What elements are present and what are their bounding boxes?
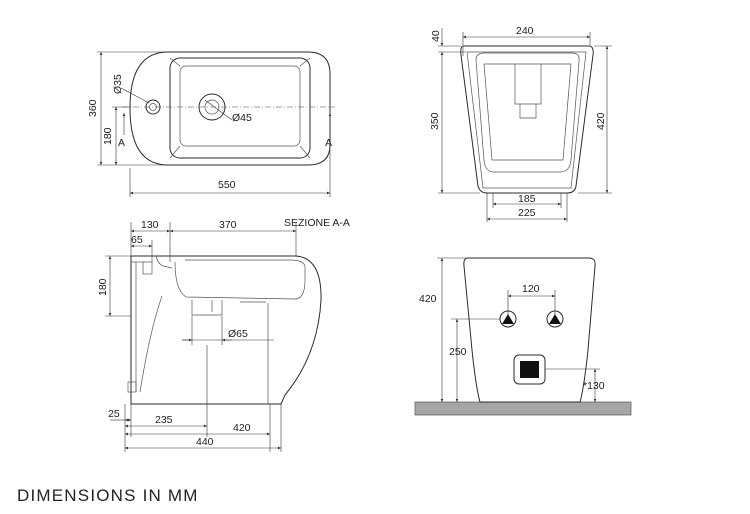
dim-fixing-height-250: 250 [449,346,467,358]
front-view-seat [475,52,580,173]
dim-top-depth-40: 40 [430,30,442,42]
fixing-point-left [502,314,514,324]
dim-base-total-420: 420 [233,422,251,434]
dim-total-height-420: 420 [595,112,607,130]
dim-back-height-420: 420 [419,293,437,305]
dim-rim-offset-130: 130 [141,219,159,231]
outlet-square [520,361,539,378]
dim-fixing-spacing-120: 120 [522,283,540,295]
fixing-point-right [549,314,561,324]
dim-height-180-section: 180 [97,278,109,296]
dim-foot-25: 25 [108,408,120,420]
dim-top-width-240: 240 [516,25,534,37]
floor [414,401,632,416]
dim-drain-65: Ø65 [228,328,248,340]
dim-width-550: 550 [218,179,236,191]
dim-inner-offset-65: 65 [131,234,143,246]
outlet-frame [513,354,546,385]
front-view: 240 40 350 420 185 225 [429,25,612,222]
section-drain [191,300,223,316]
label-hole-small: Ø35 [112,74,124,94]
section-view: SEZIONE A-A 130 370 65 180 Ø65 [97,217,350,452]
dim-height-180: 180 [102,127,114,145]
section-mark-right: A [325,137,332,149]
label-drain: Ø45 [232,112,252,124]
section-title: SEZIONE A-A [284,217,350,229]
section-mark-left: A [118,137,125,149]
top-view: A A Ø35 Ø45 550 360 180 [87,51,335,197]
footer-note: DIMENSIONS IN MM [17,486,199,505]
dim-base-depth-235: 235 [155,414,173,426]
back-view-outline [463,257,596,403]
dim-bowl-length-370: 370 [219,219,237,231]
section-outline [130,255,322,405]
top-view-outline [129,51,331,166]
dim-body-height-350: 350 [429,112,441,130]
dim-height-360: 360 [87,99,99,117]
dim-base-outer-225: 225 [518,207,536,219]
dim-outlet-height-130: *130 [583,380,605,392]
back-view: 420 120 250 *130 [414,257,632,416]
top-view-basin-outer [169,57,311,159]
top-view-basin-inner [179,65,301,147]
dim-total-length-440: 440 [196,436,214,448]
section-bowl [174,259,306,300]
dim-base-inner-185: 185 [518,193,536,205]
